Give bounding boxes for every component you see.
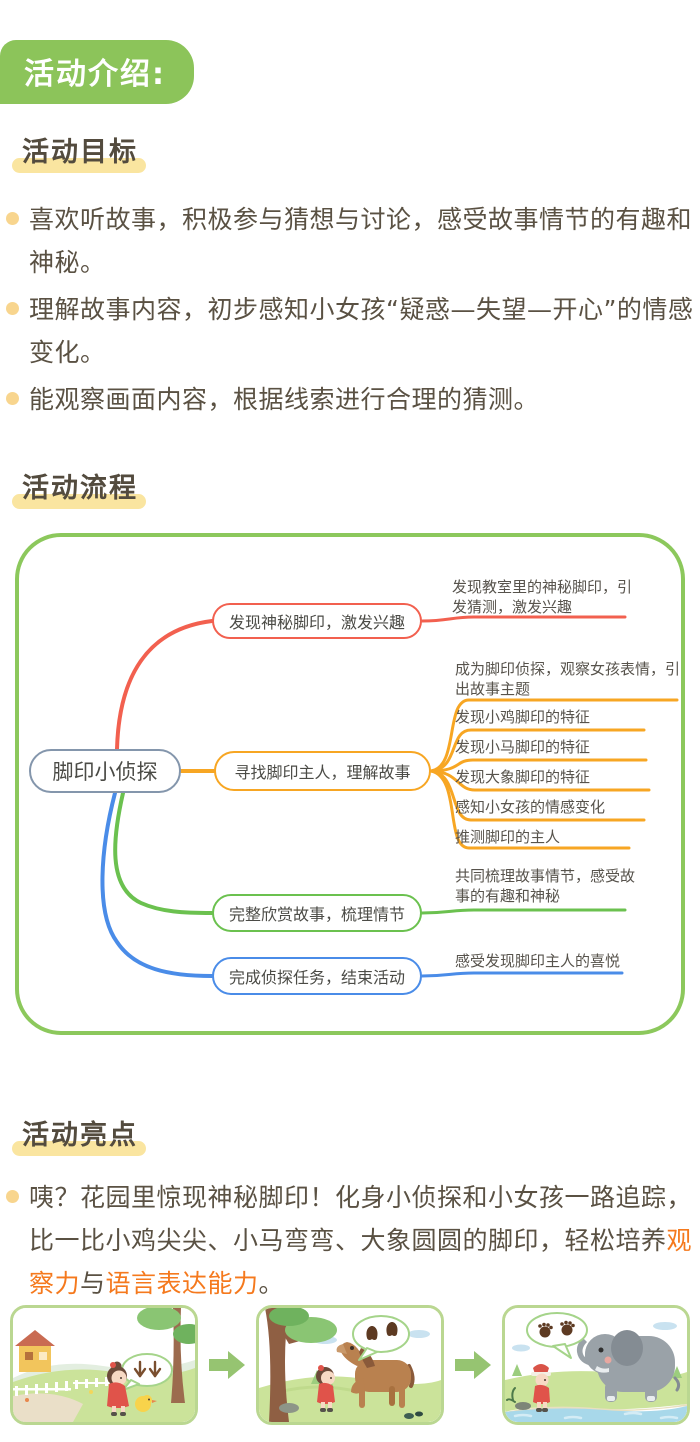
- arrow-right-icon: [209, 1351, 245, 1379]
- mindmap-leaf: 发现教室里的神秘脚印，引发猜测，激发兴趣: [452, 578, 633, 616]
- goal-text: 喜欢听故事，积极参与猜想与讨论，感受故事情节的有趣和神秘。: [29, 205, 693, 277]
- goals-list: 喜欢听故事，积极参与猜想与讨论，感受故事情节的有趣和神秘。 理解故事内容，初步感…: [6, 198, 694, 425]
- mindmap-leaf: 推测脚印的主人: [455, 828, 561, 846]
- bullet-dot-icon: [6, 212, 19, 225]
- mindmap-connector-lines: [100, 615, 679, 978]
- girl-elephant-footprints-scene: [505, 1308, 687, 1422]
- arrow-right-icon: [455, 1351, 491, 1379]
- highlights-text: 咦？花园里惊现神秘脚印！化身小侦探和小女孩一路追踪，比一比小鸡尖尖、小马弯弯、大…: [29, 1176, 696, 1305]
- mindmap-leaf: 发现小鸡脚印的特征: [455, 708, 591, 726]
- goal-item: 理解故事内容，初步感知小女孩“疑惑—失望—开心”的情感变化。: [6, 288, 694, 374]
- goals-title-text: 活动目标: [22, 137, 138, 168]
- mindmap-leaf: 发现大象脚印的特征: [455, 768, 591, 786]
- mindmap-branch1-node: 发现神秘脚印，激发兴趣: [212, 603, 422, 639]
- bullet-dot-icon: [6, 302, 19, 315]
- goal-item: 喜欢听故事，积极参与猜想与讨论，感受故事情节的有趣和神秘。: [6, 198, 694, 284]
- flow-title-text: 活动流程: [22, 473, 138, 504]
- scene-arrow: [198, 1350, 256, 1380]
- girl-chick-footprints-scene: [13, 1308, 195, 1422]
- scene-arrow: [444, 1350, 502, 1380]
- goal-text: 理解故事内容，初步感知小女孩“疑惑—失望—开心”的情感变化。: [29, 295, 694, 367]
- mindmap-leaf: 感受发现脚印主人的喜悦: [455, 952, 621, 970]
- scene-card-horse: [256, 1305, 444, 1425]
- mindmap-leaf: 感知小女孩的情感变化: [455, 798, 606, 816]
- mindmap-root-node: 脚印小侦探: [29, 749, 181, 793]
- mindmap-leaf: 共同梳理故事情节，感受故事的有趣和神秘: [455, 867, 636, 905]
- highlight-text-accent: 语言表达能力: [105, 1269, 259, 1298]
- mindmap-leaf: 成为脚印侦探，观察女孩表情，引出故事主题: [455, 660, 681, 698]
- bullet-dot-icon: [6, 392, 19, 405]
- scene-card-chick: [10, 1305, 198, 1425]
- highlights-section-title: 活动亮点: [12, 1113, 146, 1156]
- highlights-title-text: 活动亮点: [22, 1120, 138, 1151]
- goals-section-title: 活动目标: [12, 130, 146, 173]
- activity-flow-mindmap: 脚印小侦探 发现神秘脚印，激发兴趣 寻找脚印主人，理解故事 完整欣赏故事，梳理情…: [15, 533, 685, 1035]
- mindmap-branch4-node: 完成侦探任务，结束活动: [212, 957, 422, 995]
- mindmap-branch2-node: 寻找脚印主人，理解故事: [214, 751, 431, 791]
- goal-text: 能观察画面内容，根据线索进行合理的猜测。: [29, 385, 540, 414]
- highlight-text-plain: 与: [80, 1269, 106, 1298]
- mindmap-branch3-node: 完整欣赏故事，梳理情节: [212, 894, 422, 932]
- highlight-text-plain: 。: [258, 1269, 285, 1298]
- highlights-paragraph: 咦？花园里惊现神秘脚印！化身小侦探和小女孩一路追踪，比一比小鸡尖尖、小马弯弯、大…: [6, 1176, 696, 1305]
- intro-badge: 活动介绍:: [0, 40, 194, 104]
- goal-item: 能观察画面内容，根据线索进行合理的猜测。: [6, 378, 694, 421]
- girl-horse-footprints-scene: [259, 1308, 441, 1422]
- bullet-dot-icon: [6, 1190, 19, 1203]
- scene-card-elephant: [502, 1305, 690, 1425]
- highlight-text-plain: 咦？花园里惊现神秘脚印！化身小侦探和小女孩一路追踪，比一比小鸡尖尖、小马弯弯、大…: [29, 1183, 693, 1255]
- story-scenes-strip: [10, 1303, 690, 1427]
- highlight-text-accent: 观察力: [29, 1226, 693, 1298]
- flow-section-title: 活动流程: [12, 466, 146, 509]
- mindmap-leaf: 发现小马脚印的特征: [455, 738, 591, 756]
